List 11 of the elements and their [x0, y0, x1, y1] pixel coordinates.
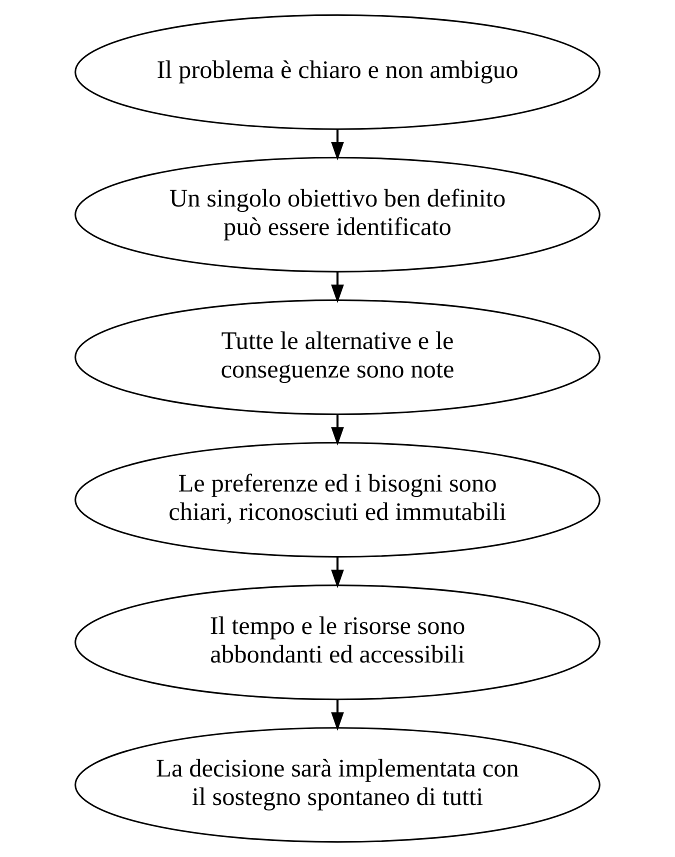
arrow — [331, 414, 344, 446]
node-ellipse: La decisione sarà implementata con il sostegno spontaneo di tutti — [74, 727, 600, 843]
node-ellipse: Le preferenze ed i bisogni sono chiari, riconosciuti ed immutabili — [74, 442, 600, 558]
arrow — [331, 129, 344, 160]
arrow — [331, 556, 344, 588]
arrow — [331, 699, 344, 731]
node-ellipse: Il tempo e le risorse sono abbondanti ed accessibili — [74, 584, 600, 700]
arrow — [331, 272, 344, 303]
node-ellipse: Tutte le alternative e le conseguenze sono note — [74, 299, 600, 416]
node-ellipse: Il problema è chiaro e non ambiguo — [74, 14, 600, 130]
node-ellipse: Un singolo obiettivo ben definito può essere identificato — [74, 156, 600, 272]
